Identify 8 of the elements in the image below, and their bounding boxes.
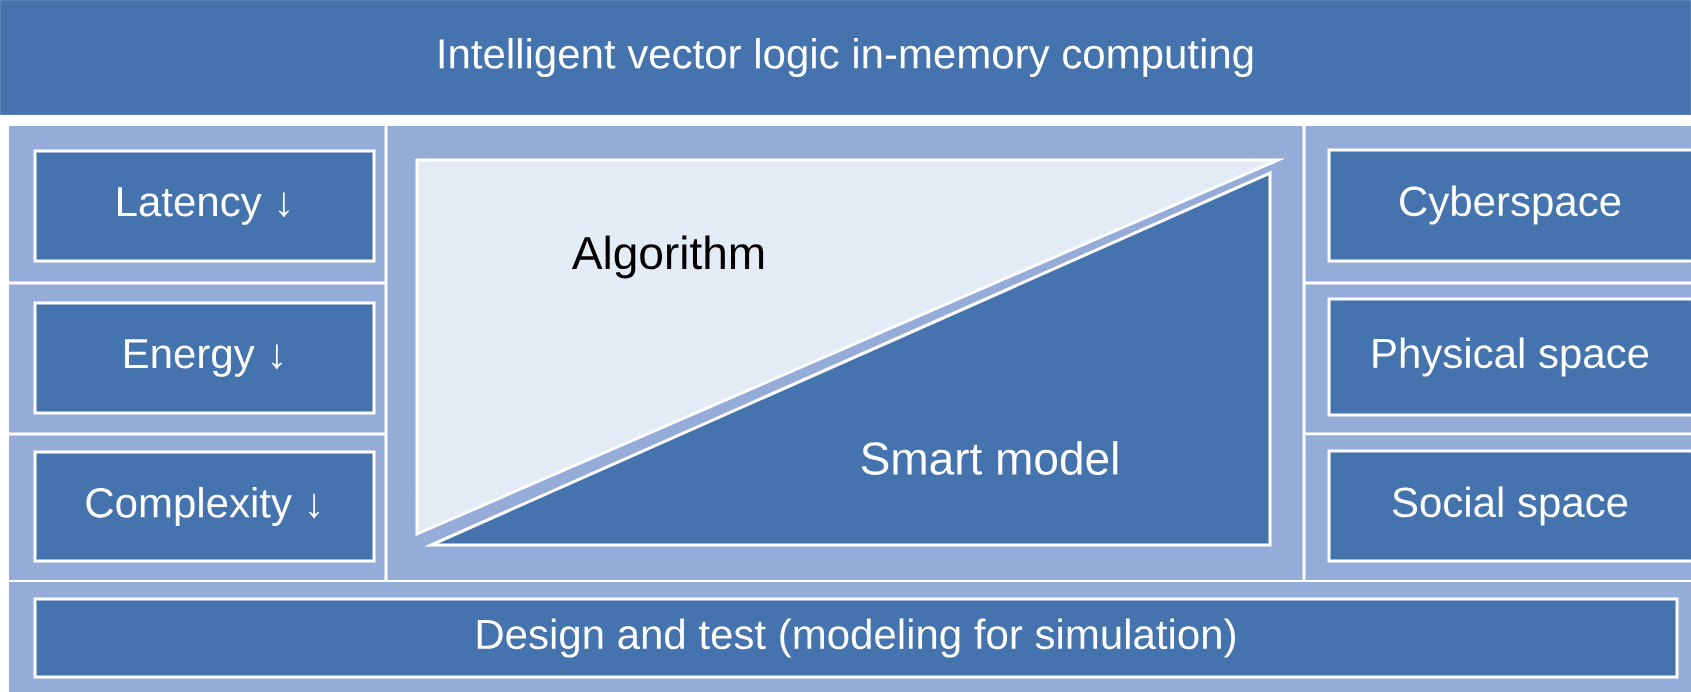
label-box: Complexity ↓ bbox=[33, 450, 376, 563]
label-box: Cyberspace bbox=[1327, 148, 1691, 263]
label-box: Physical space bbox=[1327, 297, 1691, 417]
title-banner: Intelligent vector logic in-memory computing bbox=[0, 0, 1691, 116]
label-box: Latency ↓ bbox=[33, 149, 376, 263]
label-box: Social space bbox=[1327, 449, 1691, 563]
footer-bar: Design and test (modeling for simulation) bbox=[33, 597, 1679, 679]
label-box: Energy ↓ bbox=[33, 301, 376, 415]
